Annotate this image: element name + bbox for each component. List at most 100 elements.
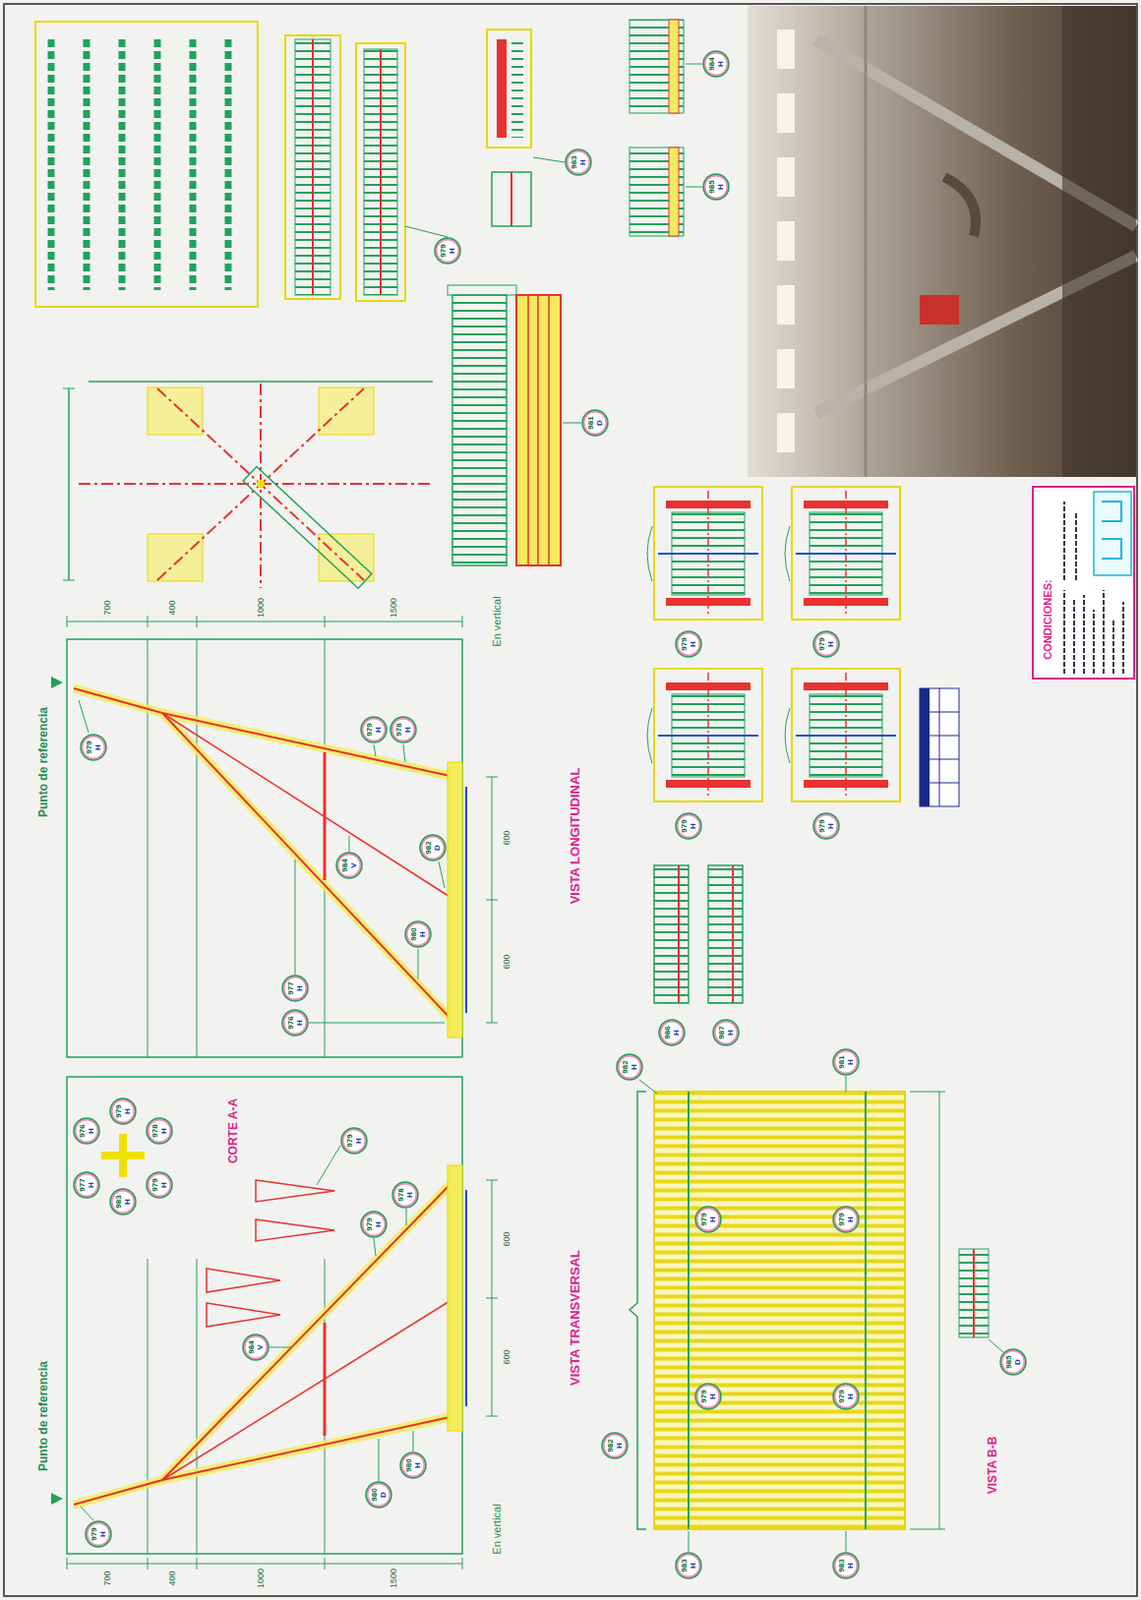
callout-bubble: 979H xyxy=(360,1210,388,1239)
callout-letter: V xyxy=(349,858,359,872)
callout-letter: H xyxy=(405,1188,415,1202)
callout-letter: H xyxy=(418,927,427,941)
callout-ring xyxy=(146,1118,173,1144)
photo xyxy=(777,93,795,133)
transversal-view xyxy=(324,1259,326,1555)
callout-core xyxy=(149,1121,171,1142)
callout-ring xyxy=(110,1098,136,1125)
callout-letter: H xyxy=(86,1178,96,1192)
callout-bubble: 979H xyxy=(674,630,703,659)
transversal-view xyxy=(324,1558,326,1570)
dimension-value: 1000 xyxy=(255,596,266,620)
longitudinal-view xyxy=(196,615,198,628)
callout-letter: H xyxy=(93,740,103,754)
callout-ring xyxy=(703,174,729,200)
callout-number: 977 xyxy=(286,981,296,995)
callout-letter: H xyxy=(403,722,413,736)
callout-bubble: 979H xyxy=(79,733,108,762)
callout-text: 977H xyxy=(286,981,304,995)
plan-view xyxy=(62,381,433,589)
callout-text: 979H xyxy=(699,1212,718,1226)
callout-core xyxy=(816,634,838,656)
callout-ring xyxy=(833,1383,859,1410)
callout-number: 979 xyxy=(817,637,827,651)
dimension-note: En vertical xyxy=(490,1501,504,1557)
callout-core xyxy=(437,240,459,262)
transversal-view xyxy=(206,1303,281,1327)
callout-letter: H xyxy=(826,819,836,833)
callout-number: 979 xyxy=(679,819,689,833)
callout-ring xyxy=(813,813,840,840)
conditions-box xyxy=(1092,609,1095,674)
callout-ring xyxy=(420,835,446,861)
callout-bubble: 978H xyxy=(145,1117,174,1145)
callout-ring xyxy=(703,51,729,77)
callout-bubble: 983H xyxy=(674,1552,703,1580)
transversal-view xyxy=(462,1558,464,1570)
callout-number: 979 xyxy=(84,740,94,754)
longitudinal-view xyxy=(438,861,445,889)
callout-core xyxy=(403,1455,424,1477)
small-details xyxy=(629,19,684,114)
transversal-view xyxy=(147,1259,149,1555)
callout-ring xyxy=(616,1054,643,1081)
long-beam xyxy=(516,295,561,566)
small-table xyxy=(919,688,960,807)
callout-bubble: 982H xyxy=(600,1432,629,1460)
callout-core xyxy=(285,978,306,1000)
beam-detail xyxy=(363,49,398,296)
dimension-value: 600 xyxy=(501,828,512,847)
callout-ring xyxy=(360,1211,387,1238)
beam-detail xyxy=(379,49,382,296)
callout-text: 978H xyxy=(394,722,413,736)
reference-note: Punto de referencia xyxy=(37,705,52,820)
callout-bubble: 979H xyxy=(340,1127,368,1155)
longitudinal-view xyxy=(324,615,326,628)
long-beam xyxy=(452,295,507,566)
callout-text: 980D xyxy=(369,1488,388,1502)
parts-table xyxy=(154,39,162,291)
callout-ring xyxy=(601,1433,628,1459)
callout-letter: H xyxy=(373,1217,383,1231)
callout-bubble: 979H xyxy=(832,1382,860,1411)
callout-text: 987H xyxy=(717,1025,735,1039)
transversal-view xyxy=(316,1145,341,1186)
callout-number: 980 xyxy=(404,1458,414,1472)
callout-number: 979 xyxy=(699,1212,709,1226)
callout-text: 985H xyxy=(707,180,725,193)
callout-letter: H xyxy=(716,180,725,193)
transversal-view xyxy=(206,1268,281,1293)
photo xyxy=(777,413,795,453)
callout-core xyxy=(836,1556,857,1577)
callout-core xyxy=(408,924,429,946)
longitudinal-view xyxy=(418,949,420,980)
callout-letter: H xyxy=(826,637,836,651)
callout-core xyxy=(716,1022,737,1044)
callout-letter: D xyxy=(595,416,604,429)
callout-letter: H xyxy=(845,1055,855,1069)
callout-text: 979H xyxy=(837,1389,855,1403)
callout-number: 979 xyxy=(89,1527,99,1541)
callout-letter: H xyxy=(86,1124,96,1138)
callout-number: 982 xyxy=(620,1060,630,1074)
callout-bubble: 979H xyxy=(109,1097,137,1126)
longitudinal-view xyxy=(324,639,326,1058)
joint-details xyxy=(784,486,901,620)
callout-text: 979H xyxy=(699,1389,718,1403)
callout-bubble: 985H xyxy=(702,173,730,201)
photo xyxy=(864,5,868,478)
transversal-view xyxy=(255,1219,335,1242)
photo xyxy=(777,29,795,69)
callout-letter: H xyxy=(688,819,698,833)
callout-ring xyxy=(675,631,702,658)
callout-bubble: 986H xyxy=(658,1019,686,1047)
callout-text: 983H xyxy=(569,155,588,169)
callout-core xyxy=(344,1131,365,1152)
transversal-view xyxy=(447,1165,463,1432)
callout-core xyxy=(113,1192,134,1213)
small-table xyxy=(919,712,960,714)
conditions-box xyxy=(1063,590,1066,674)
callout-bubble: 977H xyxy=(281,974,309,1003)
plan-view xyxy=(256,480,265,488)
